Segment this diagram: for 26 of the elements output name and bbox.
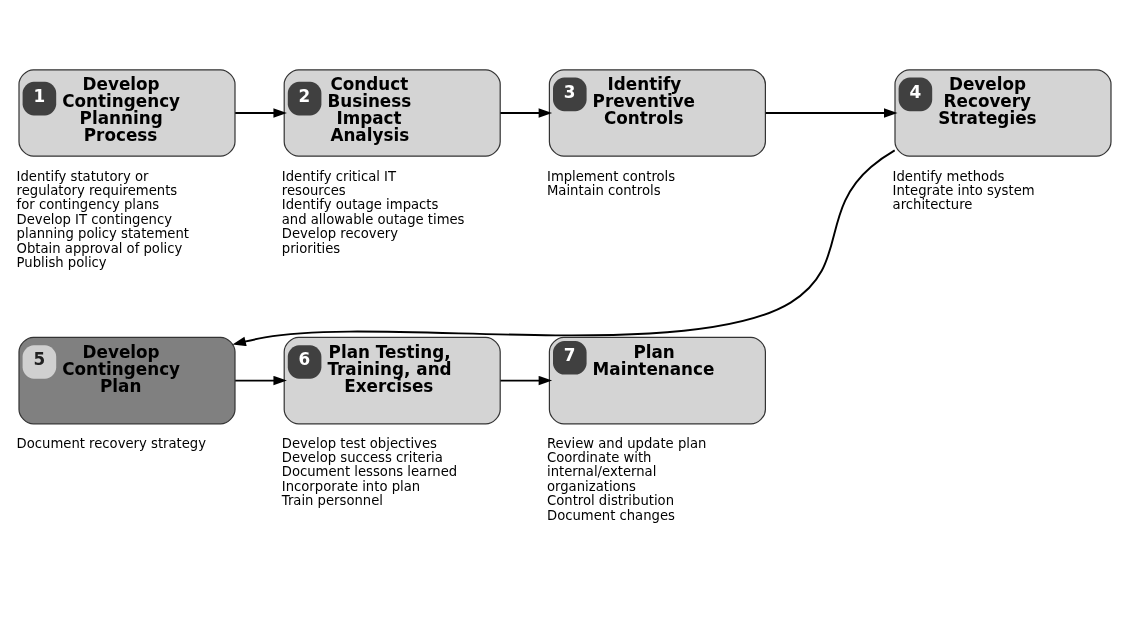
node-label: Identify statutory or regulatory requirements for contingency plans xyxy=(16,168,178,212)
node-label: Incorporate into plan xyxy=(281,478,421,494)
node-label: Identify methods xyxy=(892,168,1005,184)
node-label: Publish policy xyxy=(16,254,107,270)
node-label: Document changes xyxy=(547,507,675,523)
arrow xyxy=(234,375,287,385)
node-label: Develop test objectives xyxy=(281,435,437,451)
node-label: Train personnel xyxy=(281,492,383,508)
node-label: Identify critical IT resources xyxy=(281,168,397,198)
node-label: Coordinate with internal/external organizations xyxy=(547,449,657,494)
node-label: Document lessons learned xyxy=(281,463,458,479)
node-label: Implement controls xyxy=(547,168,676,184)
node-label: Develop IT contingency planning policy statement xyxy=(16,211,189,241)
node-label: Review and update plan xyxy=(547,435,707,451)
node-label: Develop recovery priorities xyxy=(281,225,398,256)
arrow xyxy=(232,148,896,346)
node-label: Control distribution xyxy=(547,492,675,508)
node-label: Identify outage impacts and allowable outage times xyxy=(281,196,465,227)
arrow xyxy=(499,107,553,118)
node-label: Obtain approval of policy xyxy=(16,240,183,256)
arrow xyxy=(499,375,553,385)
node-label: Integrate into system architecture xyxy=(892,182,1035,212)
node-label: Document recovery strategy xyxy=(16,435,207,451)
node-label: Maintain controls xyxy=(547,182,661,198)
arrow xyxy=(764,107,898,118)
arrow xyxy=(234,107,287,118)
